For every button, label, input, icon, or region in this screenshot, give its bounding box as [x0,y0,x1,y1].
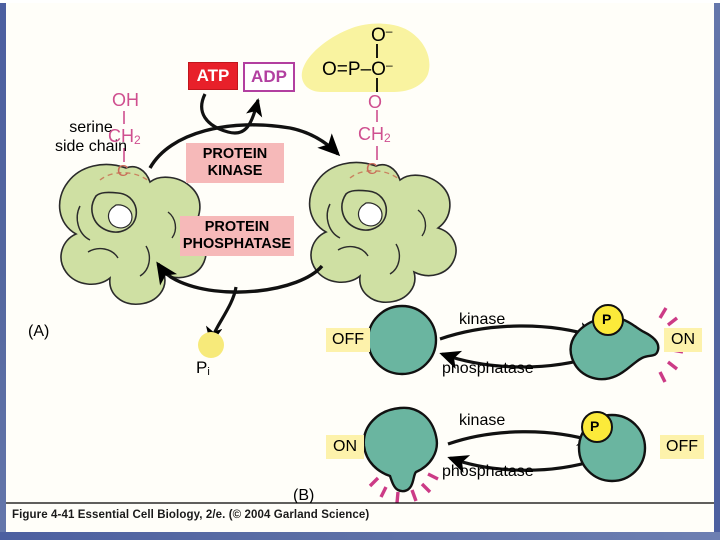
phosphatase-line1: PROTEIN [204,219,270,235]
hydroxyl-label: OH [112,90,139,110]
serine-side-chain-label: serine side chain [36,118,146,156]
frame-border-right [714,0,720,540]
panelb-row2-right-state: OFF [660,435,704,459]
panelb-row1-kinase-label: kinase [459,311,506,328]
panelb-row1-active-protein [569,304,660,381]
phosphatase-line2: PHOSPHATASE [182,236,292,252]
protein-phosphorylated [308,161,457,303]
panelb-row2-activity-rays [368,472,439,504]
panelb-row1-left-state: OFF [326,328,370,352]
frame-border-top [0,0,720,3]
kinase-line2: KINASE [207,163,263,179]
carbon-label-left: C [117,163,129,180]
panelb-row1-phosphate-marker: P [602,311,612,327]
panelb-row2-inactive-protein [577,411,647,483]
panelb-row2-phosphatase-label: phosphatase [442,463,534,480]
adp-label: ADP [243,62,295,92]
panelb-row1-phosphatase-label: phosphatase [442,360,534,377]
methylene-label-left: CH2 [108,126,141,147]
panelb-row2-kinase-label: kinase [459,412,506,429]
figure-caption: Figure 4-41 Essential Cell Biology, 2/e.… [12,509,370,521]
panelb-row1-inactive-protein [366,304,438,376]
ester-oxygen-label: O [368,92,383,112]
panelb-row2-phosphate-marker: P [590,418,600,434]
frame-border-bottom [0,532,720,540]
phosphate-top-oxygen: O– [371,24,393,46]
panelb-row2-kinase-arrow [447,427,599,446]
protein-kinase-box: PROTEIN KINASE [186,143,284,183]
phosphate-highlight [301,23,430,92]
panelb-row2-active-protein [362,406,439,493]
inorganic-phosphate-label: Pi [196,358,210,378]
panel-b-label: (B) [293,487,315,504]
frame-border-left [0,0,6,540]
panelb-row2-phosphatase-arrow [447,455,597,474]
inorganic-phosphate-circle [198,332,224,358]
methylene-label-right: CH2 [358,124,391,145]
carbon-label-right: C [366,161,378,178]
atp-label: ATP [188,62,238,90]
serine-label-line1: serine [69,119,113,136]
protein-phosphatase-box: PROTEIN PHOSPHATASE [180,216,294,256]
panel-a-label: (A) [28,323,50,340]
panelb-row2-left-state: ON [326,435,364,459]
kinase-line1: PROTEIN [202,146,268,162]
kinase-reaction-arrow [148,93,341,169]
serine-label-line2: side chain [54,138,128,155]
panelb-row1-right-state: ON [664,328,702,352]
phosphate-core: O=P–O– [322,58,393,80]
